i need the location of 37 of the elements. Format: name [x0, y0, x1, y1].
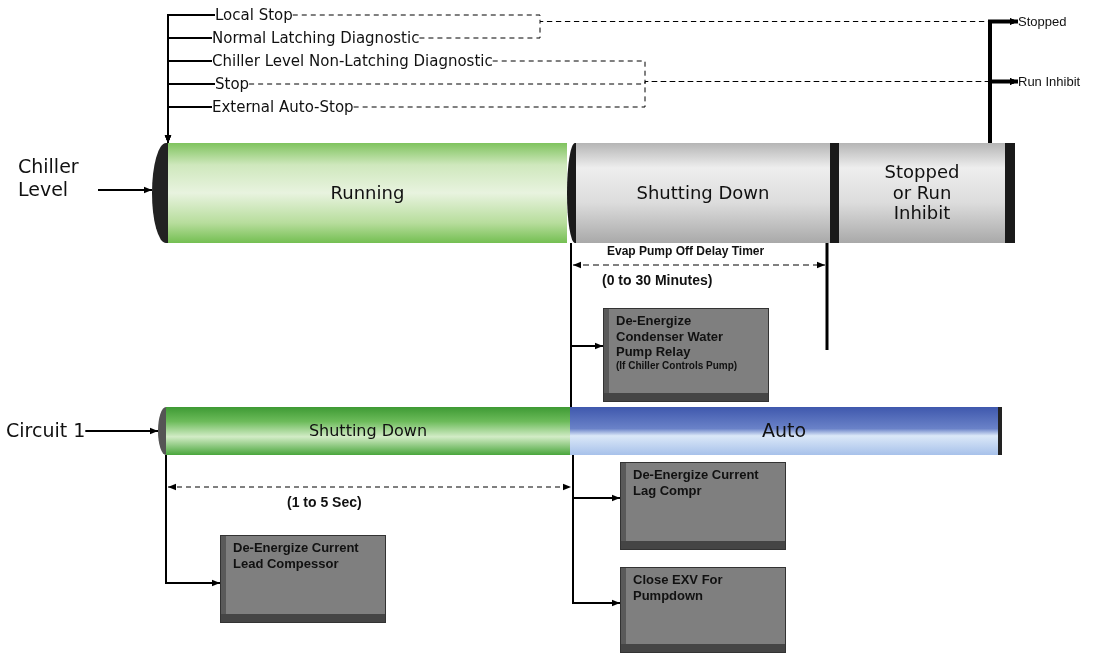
segment-label: Shutting Down: [307, 421, 429, 441]
segment-label: Running: [329, 182, 406, 204]
arrow: [165, 454, 221, 587]
arrow: [988, 78, 1018, 143]
status-label: Run Inhibit: [1018, 74, 1081, 89]
level-label: Circuit 1: [6, 419, 86, 442]
action-text: De-Energize Current Lag Compr: [633, 467, 760, 499]
action-note: (If Chiller Controls Pump): [616, 359, 739, 372]
arrow: [97, 186, 153, 194]
stop-condition-label: Local Stop: [215, 6, 293, 24]
segment-label: Shutting Down: [635, 182, 771, 204]
dimension-label: (1 to 5 Sec): [287, 494, 362, 510]
connector-line: [570, 242, 572, 408]
timeline-segment: [570, 407, 1002, 455]
timeline-segment: [158, 407, 570, 455]
action-text: De-Energize Current Lead Compessor: [233, 540, 360, 572]
timeline-segment: [567, 143, 830, 243]
dimension-label: (0 to 30 Minutes): [602, 272, 713, 288]
action-box: [603, 308, 769, 402]
stop-condition-label: Normal Latching Diagnostic: [212, 29, 420, 47]
stop-condition-label: External Auto-Stop: [212, 98, 354, 116]
stop-condition-label: Chiller Level Non-Latching Diagnostic: [212, 52, 493, 70]
timeline-segment: [830, 143, 1015, 243]
action-box: [220, 535, 386, 623]
arrow: [84, 427, 159, 435]
action-text: De-Energize Condenser Water Pump Relay: [616, 313, 725, 360]
timeline-segment: [152, 143, 567, 243]
arrow: [164, 106, 213, 144]
action-text: Close EXV For Pumpdown: [633, 572, 724, 604]
status-label: Stopped: [1018, 14, 1067, 29]
action-box: [620, 462, 786, 550]
stop-condition-label: Stop: [215, 75, 250, 93]
segment-label: Stopped or Run Inhibit: [883, 161, 961, 225]
arrow: [572, 454, 621, 607]
level-label: Chiller Level: [18, 155, 98, 201]
action-box: [620, 567, 786, 653]
segment-label: Auto: [760, 420, 808, 442]
